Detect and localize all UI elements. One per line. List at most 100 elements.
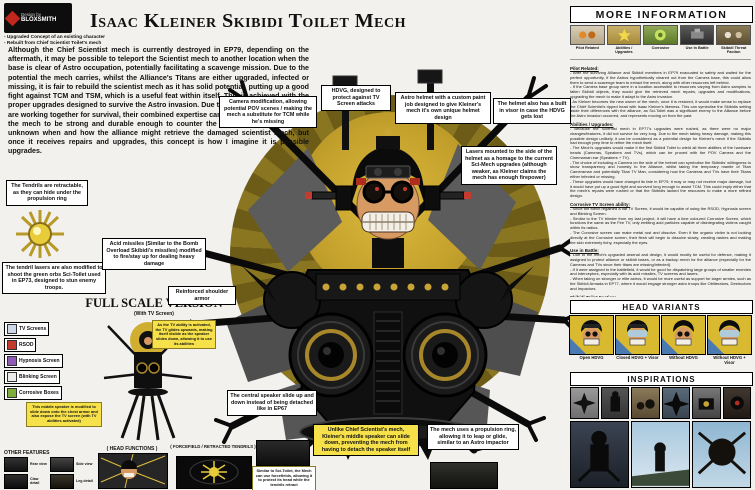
feature-caption: Side view bbox=[76, 461, 93, 466]
section-heading-abilities: Abilities / Upgrades: bbox=[570, 121, 614, 127]
speaker-left bbox=[288, 312, 374, 398]
inspiration-thumb bbox=[661, 387, 690, 419]
head-variants-header: HEAD VARIANTS bbox=[570, 300, 753, 314]
section-body-pilot: - After the surviving Alliance and Skibi… bbox=[570, 70, 751, 119]
designer-logo: Design by BLOXSMITH bbox=[4, 3, 72, 33]
logo-icon bbox=[4, 10, 21, 26]
label-text: Corrosive Boxes bbox=[19, 390, 59, 396]
divider bbox=[570, 59, 751, 60]
helmet bbox=[351, 128, 425, 202]
head-functions-title: ( HEAD FUNCTIONS ) bbox=[106, 446, 158, 452]
variant-label: Without HDVG bbox=[669, 355, 698, 360]
hdvg-goggles bbox=[365, 165, 411, 179]
callout-central-speaker: The central speaker slide up and down in… bbox=[227, 390, 317, 416]
tv-screens-swatch bbox=[7, 324, 17, 334]
tab-label: Corrosive bbox=[651, 46, 670, 50]
label-rsod: RSOD bbox=[4, 338, 37, 352]
underside-thumb bbox=[430, 462, 498, 489]
tab-label: Use In Battle bbox=[685, 46, 709, 50]
tab-label: Skibidi Threat Faction bbox=[721, 46, 747, 55]
label-text: RSOD bbox=[19, 342, 34, 348]
label-tv-screens: TV Screens bbox=[4, 322, 50, 336]
label-hypnosis-screen: Hypnosis Screen bbox=[4, 354, 63, 368]
concept-note-2: - Rebuilt from Chief Scientist Toilet's … bbox=[4, 41, 102, 47]
label-text: Hypnosis Screen bbox=[19, 358, 60, 364]
variant-image bbox=[615, 315, 660, 355]
other-features-grid: Rear view Side view Claw detail Leg deta… bbox=[4, 457, 96, 489]
hypnosis-swatch bbox=[7, 356, 17, 366]
mech-illustration bbox=[190, 69, 570, 460]
callout-shoulder-armor: Reinforced shoulder armor bbox=[168, 286, 236, 306]
callout-middle-speaker: Unlike Chief Scientist's mech, Kleiner's… bbox=[313, 424, 419, 457]
feature-thumb bbox=[4, 474, 28, 489]
speaker-closeup-thumb bbox=[256, 440, 310, 466]
gold-rivets bbox=[322, 283, 449, 291]
tab-pilot-related: Pilot Related bbox=[570, 25, 605, 54]
tab-use-in-battle: Use In Battle bbox=[679, 25, 715, 54]
inspiration-thumb bbox=[722, 387, 751, 419]
feature-thumb bbox=[50, 457, 74, 472]
tab-label: Abilities / Upgrades bbox=[615, 46, 633, 55]
inspirations-header: INSPIRATIONS bbox=[570, 372, 753, 386]
logo-designer-name: BLOXSMITH bbox=[21, 17, 57, 24]
label-text: TV Screens bbox=[19, 326, 47, 332]
forcefield-note: Similar to Sci-Toilet, the Mech can use … bbox=[252, 466, 316, 490]
tab-skibidi-threat-faction: Skibidi Threat Faction bbox=[716, 25, 751, 54]
logo-designed-by: Design by bbox=[21, 11, 42, 17]
tab-abilities-upgrades: Abilities / Upgrades bbox=[606, 25, 642, 55]
rsod-swatch bbox=[7, 340, 17, 350]
battle-icon bbox=[679, 25, 715, 45]
more-information-header: MORE INFORMATION bbox=[570, 6, 753, 23]
other-feature-item: Claw detail bbox=[4, 474, 48, 489]
section-heading-faction: Skibidi Toilet Faction: bbox=[570, 295, 751, 297]
label-corrosive-boxes: Corrosive Boxes bbox=[4, 386, 62, 400]
inspiration-thumb bbox=[570, 387, 599, 419]
section-heading-battle: Use in Battle: bbox=[570, 248, 599, 254]
other-feature-item: Leg detail bbox=[50, 474, 94, 489]
variant-label: Closed HDVG + Visor bbox=[616, 355, 659, 360]
inspirations-row bbox=[570, 387, 751, 419]
other-feature-item: Rear view bbox=[4, 457, 48, 472]
concept-note-1: - Upgraded Concept of an existing charac… bbox=[4, 35, 106, 40]
info-tabs: Pilot Related Abilities / Upgrades Corro… bbox=[570, 25, 751, 54]
variant-label: Without HDVG + Visor bbox=[713, 355, 746, 365]
variant-open-hdvg: Open HDVG bbox=[569, 315, 614, 365]
tab-corrosive: Corrosive bbox=[643, 25, 678, 54]
section-body-corrosive: - Since the Mech regained a flat TV Scre… bbox=[570, 205, 751, 245]
corrosive-icon bbox=[643, 25, 678, 45]
intro-paragraph: Although the Chief Scientist mech is cur… bbox=[8, 46, 309, 156]
full-scale-note-top: As the TV ability is activated, the TV g… bbox=[152, 320, 216, 350]
feature-caption: Leg detail bbox=[76, 478, 93, 483]
feature-caption: Rear view bbox=[30, 461, 47, 466]
callout-acid-missiles: Acid missiles (Similar to the Bomb Overl… bbox=[102, 238, 206, 271]
blinking-swatch bbox=[7, 372, 17, 382]
full-scale-note-bottom: This middle speaker is modified to slide… bbox=[26, 402, 102, 427]
inspiration-thumb bbox=[600, 387, 629, 419]
other-features-title: OTHER FEATURES bbox=[4, 450, 50, 456]
inspiration-large-row bbox=[570, 421, 751, 488]
label-blinking-screen: Blinking Screen bbox=[4, 370, 60, 384]
callout-tendrils: The Tendrils are retractable, as they ca… bbox=[6, 180, 88, 206]
variant-image bbox=[569, 315, 614, 355]
corrosive-swatch bbox=[7, 388, 17, 398]
label-text: Blinking Screen bbox=[19, 374, 57, 380]
variant-without-hdvg-visor: Without HDVG + Visor bbox=[707, 315, 752, 365]
callout-lasers: Lasers mounted to the side of the helmet… bbox=[461, 146, 557, 185]
callout-tendril-lasers: The tendril lasers are also modified to … bbox=[2, 262, 106, 295]
info-sections: Pilot Related: - After the surviving All… bbox=[570, 63, 751, 297]
speaker-right bbox=[402, 312, 488, 398]
variant-image bbox=[661, 315, 706, 355]
inspiration-large-thumb bbox=[692, 421, 751, 488]
variant-image bbox=[707, 315, 752, 355]
section-heading-corrosive: Corrosive TV Screen ability: bbox=[570, 201, 631, 207]
feature-caption: Claw detail bbox=[30, 476, 40, 485]
page-title: Isaac Kleiner Skibidi Toilet Mech bbox=[90, 10, 406, 32]
callout-propulsion-ring: The mech uses a propulsion ring, allowin… bbox=[427, 424, 519, 450]
feature-thumb bbox=[50, 474, 74, 489]
side-lasers bbox=[305, 185, 471, 211]
faction-icon bbox=[716, 25, 751, 45]
variant-without-hdvg: Without HDVG bbox=[661, 315, 706, 365]
other-feature-item: Side view bbox=[50, 457, 94, 472]
inspiration-thumb bbox=[631, 387, 660, 419]
callout-camera-mod: Camera modification, allowing potential … bbox=[219, 96, 317, 129]
